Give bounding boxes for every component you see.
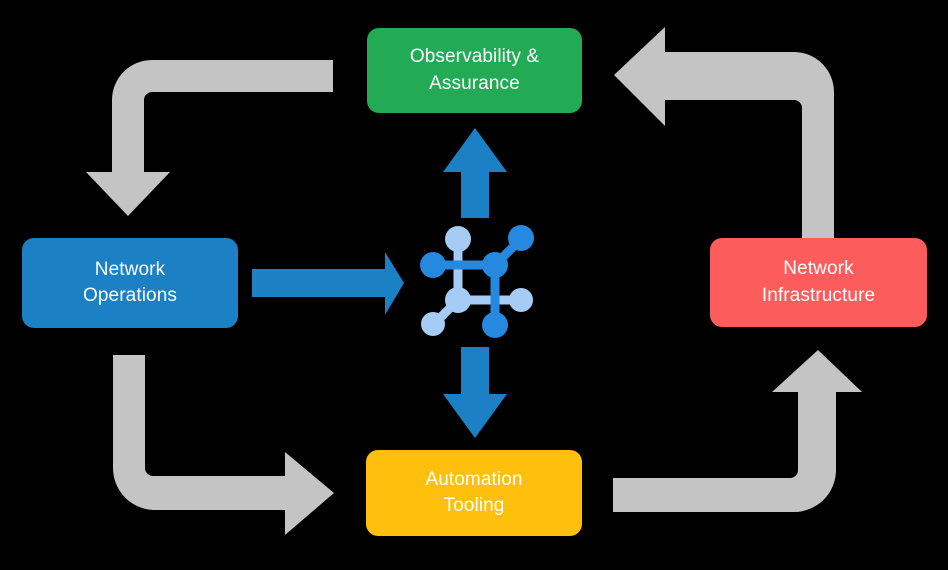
arrow-network-operations-to-automation-tooling <box>112 355 334 535</box>
node-automation-tooling[interactable]: Automation Tooling <box>366 450 582 536</box>
node-network-operations-label: Network Operations <box>83 258 177 306</box>
arrow-network-operations-to-center <box>252 252 404 315</box>
arrow-observability-to-network-operations <box>86 60 333 216</box>
node-observability-and-assurance[interactable]: Observability & Assurance <box>367 28 582 113</box>
icon-nodes-primary <box>420 225 534 338</box>
arrow-center-to-automation-tooling <box>443 347 507 438</box>
arrow-automation-tooling-to-network-infrastructure <box>613 350 862 512</box>
arrow-network-infrastructure-to-observability <box>614 27 834 238</box>
node-automation-tooling-label: Automation Tooling <box>425 468 523 516</box>
icon-nodes-secondary <box>421 226 533 336</box>
icon-edges-primary <box>428 234 526 330</box>
node-network-operations[interactable]: Network Operations <box>22 238 238 328</box>
node-observability-label: Observability & Assurance <box>409 46 540 94</box>
node-network-infrastructure-label: Network Infrastructure <box>761 258 876 306</box>
node-network-infrastructure[interactable]: Network Infrastructure <box>710 238 927 327</box>
icon-edges-secondary <box>429 235 525 329</box>
arrow-center-to-observability <box>443 128 507 218</box>
